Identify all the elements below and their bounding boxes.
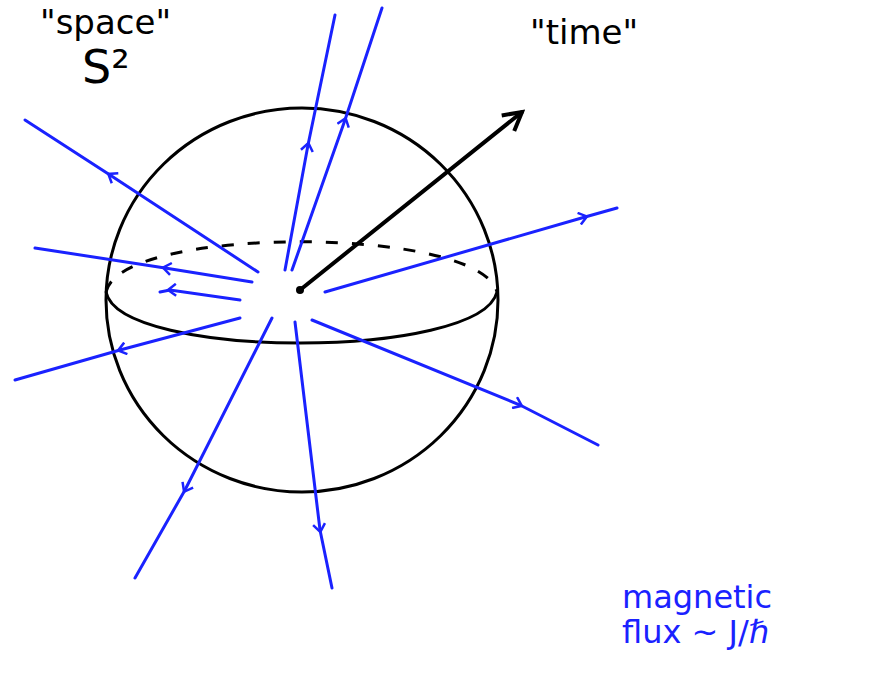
time-label: "time" [530,14,638,51]
space-label: "space" [40,4,171,41]
flux-note: magnetic flux ~ J/ℏ [622,580,827,650]
sphere-name: S² [82,42,130,93]
